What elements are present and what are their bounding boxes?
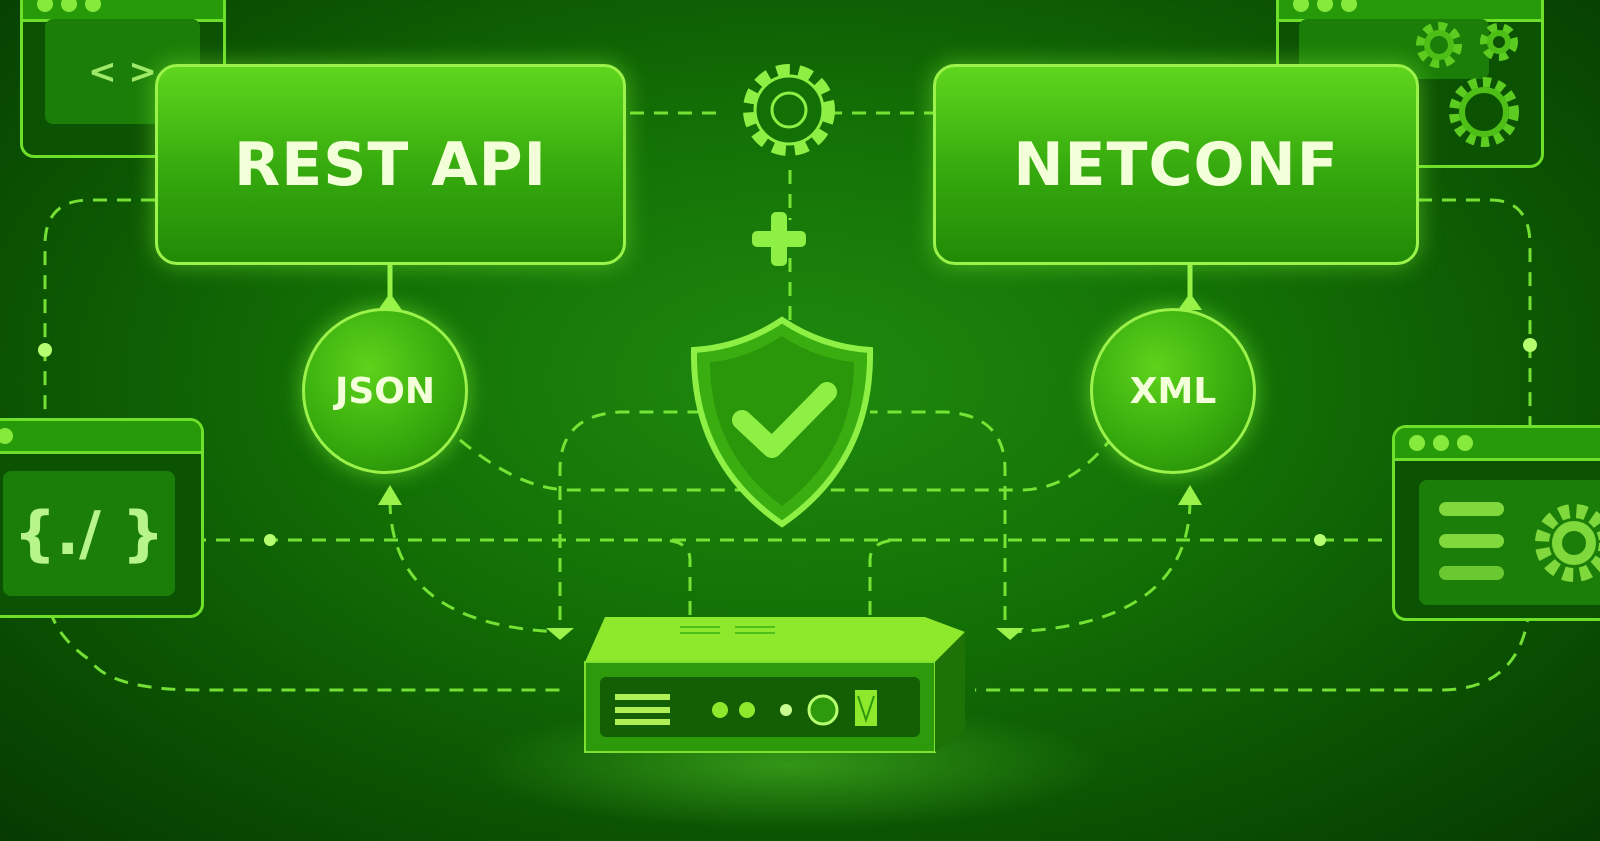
code-window-mid-left: {./ } <box>0 418 204 618</box>
settings-window-mid-right <box>1392 425 1600 621</box>
gear-icon <box>743 64 835 156</box>
xml-bubble: XML <box>1090 308 1256 474</box>
rest-api-label: REST API <box>234 129 547 200</box>
shield-check-icon <box>690 316 874 528</box>
code-brackets-icon: < > <box>88 51 157 92</box>
network-device-icon <box>584 617 965 753</box>
settings-gear-icon <box>1535 504 1600 582</box>
json-braces-icon: {./ } <box>13 498 165 569</box>
plus-icon <box>752 212 806 266</box>
xml-label: XML <box>1129 370 1217 412</box>
netconf-panel: NETCONF <box>933 64 1419 265</box>
json-label: JSON <box>334 370 436 412</box>
rest-api-panel: REST API <box>155 64 626 265</box>
netconf-label: NETCONF <box>1013 129 1339 200</box>
json-bubble: JSON <box>302 308 468 474</box>
gears-icon <box>1416 22 1519 147</box>
